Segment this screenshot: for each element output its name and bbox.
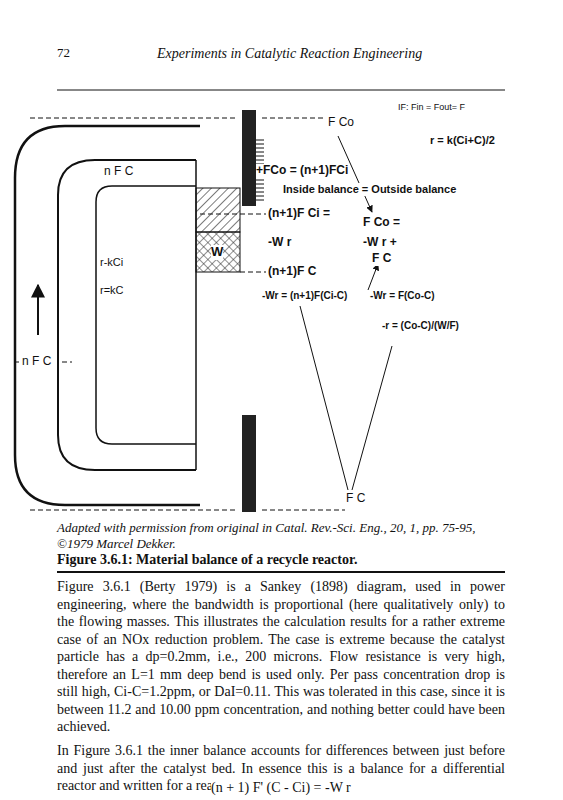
catalyst-bed [196,232,240,272]
flow-condition: IF: Fin = Fout= F [398,102,465,112]
flow-label: F Co [328,116,354,130]
body-paragraph: Figure 3.6.1 (Berty 1979) is a Sankey (1… [57,578,505,736]
balance-equation: (n+1)F C [268,265,316,279]
balance-equation: -Wr = F(Co-C) [370,290,435,302]
source-note: Adapted with permission from original in… [57,520,502,552]
balance-equation: F Co = [363,216,400,230]
balance-heading: Inside balance = Outside balance [283,183,456,196]
header-rule [57,90,505,91]
rate-label: r-kCi [100,256,123,269]
feed-pipe [242,110,256,206]
rate-equation: r = k(Ci+C)/2 [430,134,495,147]
recycle-loop-outer [15,126,200,505]
rate-label: r=kC [100,284,124,297]
rate-result: -r = (Co-C)/(W/F) [382,320,459,332]
flow-label: n F C [104,165,133,179]
balance-equation: (n+1)F Ci = [268,207,330,221]
recycle-loop-inner [58,160,196,470]
flow-label: F C [372,252,391,266]
caption-rule [57,571,505,573]
running-head: Experiments in Catalytic Reaction Engine… [157,46,422,62]
balance-equation: -W r + [363,236,397,250]
flow-label: n F C [22,355,51,369]
exit-pipe [242,415,256,512]
hatched-zone [196,188,240,232]
balance-equation: -Wr = (n+1)F(Ci-C) [262,290,347,302]
balance-equation: +FCo = (n+1)FCi [256,164,348,178]
figure-caption: Figure 3.6.1: Material balance of a recy… [57,552,357,568]
equation: (n + 1) F' (C - Ci) = -W r [211,780,351,796]
page-number: 72 [57,46,70,61]
balance-equation: -W r [268,236,291,250]
catalyst-label: W [211,245,223,260]
reactor-inner-wall [96,186,196,444]
flow-label: F C [346,492,365,506]
flow-arrow [37,285,39,335]
